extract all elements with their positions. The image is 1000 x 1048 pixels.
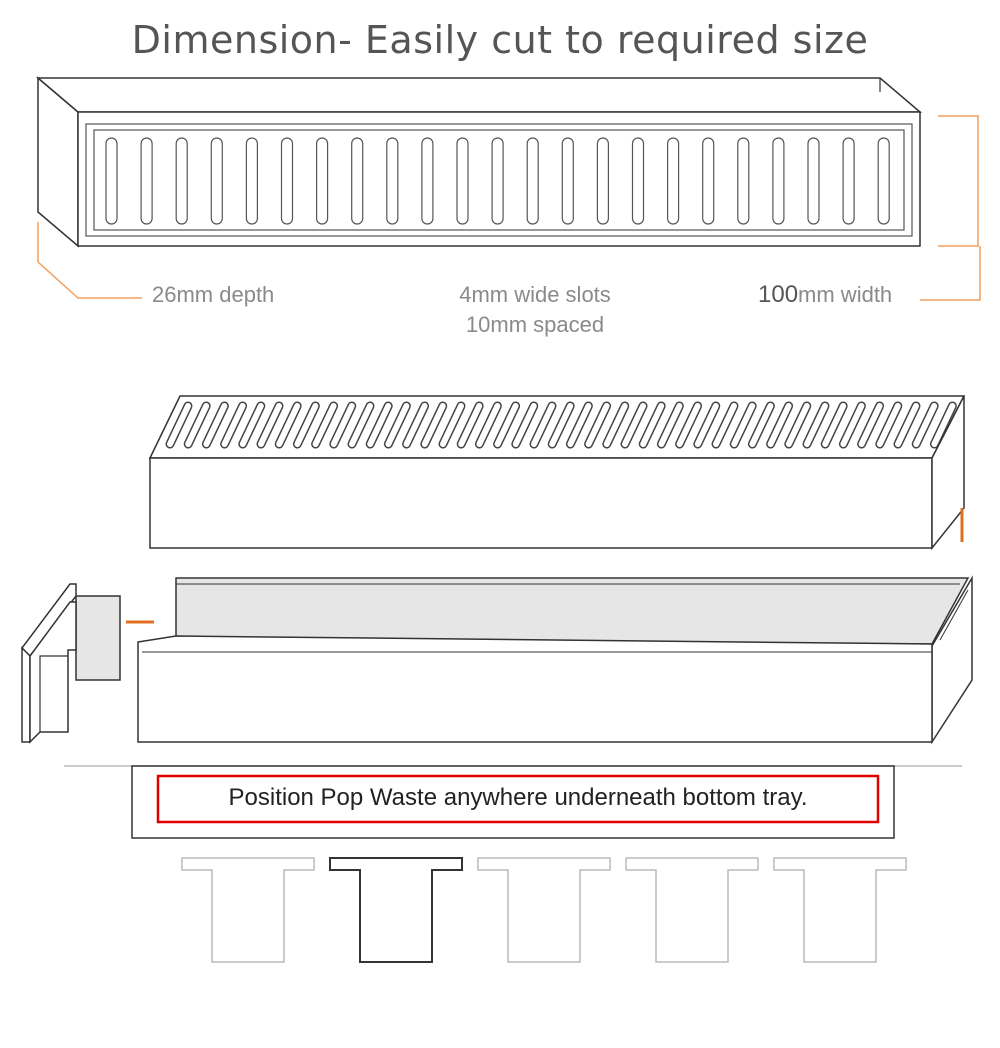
- grate-perspective-slot: [656, 401, 684, 449]
- grate-slot: [877, 137, 890, 225]
- grate-perspective-slot: [547, 401, 575, 449]
- grate-perspective-slot: [857, 401, 885, 449]
- grate-perspective-slot: [238, 401, 266, 449]
- note-text: Position Pop Waste anywhere underneath b…: [228, 784, 808, 811]
- grate-slot: [737, 137, 750, 225]
- grate-perspective-slot: [802, 401, 830, 449]
- width-number: 100: [758, 281, 799, 308]
- grate-perspective-slot: [365, 401, 393, 449]
- pop-waste-option: [477, 857, 611, 963]
- grate-slot: [807, 137, 820, 225]
- grate-perspective-slot: [292, 401, 320, 449]
- grate-perspective-slot: [784, 401, 812, 449]
- page-title: Dimension- Easily cut to required size: [131, 18, 869, 62]
- end-cap: [21, 583, 121, 744]
- grate-slot: [772, 137, 785, 225]
- grate-perspective-slot: [729, 401, 757, 449]
- grate-slot: [631, 137, 645, 225]
- width-label: 100mm width: [758, 280, 892, 310]
- grate-perspective-slot: [256, 401, 284, 449]
- slots-width-text: 4mm wide slots: [459, 282, 611, 307]
- grate-perspective-slot: [747, 401, 775, 449]
- grate-perspective-slot: [838, 401, 866, 449]
- grate-slot: [456, 137, 469, 225]
- grate-slot: [280, 137, 294, 225]
- note-box: [131, 765, 895, 839]
- note-highlight: [156, 774, 880, 824]
- grate-perspective-slot: [893, 401, 921, 449]
- grate-slot: [491, 137, 504, 225]
- grate-perspective-slot: [820, 401, 848, 449]
- pop-waste-positions: [181, 857, 907, 963]
- grate-slot: [210, 137, 223, 225]
- grate-slot: [596, 137, 610, 225]
- grate-perspective-slot: [911, 401, 939, 449]
- grate-perspective-slot: [929, 401, 957, 449]
- grate-slot: [105, 137, 118, 225]
- grate-perspective-slot: [602, 401, 630, 449]
- pop-waste-option: [625, 857, 759, 963]
- grate-perspective-slot: [183, 401, 211, 449]
- grate-slot: [702, 137, 715, 225]
- grate-perspective-slot: [675, 401, 703, 449]
- grate-perspective-slot: [511, 401, 539, 449]
- grate-perspective-slot: [875, 401, 903, 449]
- grate-perspective-slot: [456, 401, 484, 449]
- grate-slot: [421, 137, 434, 225]
- grate-perspective-slot: [329, 401, 357, 449]
- grate-perspective-slots: [165, 401, 957, 449]
- grate-perspective-slot: [711, 401, 739, 449]
- grate-perspective-slot: [165, 401, 193, 449]
- grate-perspective-slot: [693, 401, 721, 449]
- grate-slots: [105, 137, 890, 225]
- pop-waste-selected: [329, 857, 463, 963]
- slots-spacing-text: 10mm spaced: [465, 312, 605, 337]
- grate-perspective-slot: [347, 401, 375, 449]
- grate-slot: [842, 137, 855, 225]
- pop-waste-option: [773, 857, 907, 963]
- grate-perspective-slot: [383, 401, 411, 449]
- grate-perspective-slot: [311, 401, 339, 449]
- dimension-lines: [37, 115, 981, 301]
- grate-perspective-slot: [274, 401, 302, 449]
- grate-perspective-slot: [565, 401, 593, 449]
- channel-tray: [137, 575, 973, 745]
- grate-perspective-view: [148, 395, 966, 551]
- grate-slot: [140, 137, 153, 225]
- grate-perspective-slot: [620, 401, 648, 449]
- grate-perspective-slot: [220, 401, 248, 449]
- grate-slot: [175, 137, 188, 225]
- grate-perspective-slot: [402, 401, 430, 449]
- grate-front-view: [35, 76, 923, 248]
- grate-slot: [561, 137, 574, 225]
- grate-slot: [351, 137, 364, 225]
- grate-slot: [526, 137, 539, 225]
- grate-perspective-slot: [584, 401, 612, 449]
- grate-perspective-slot: [766, 401, 794, 449]
- grate-slot: [666, 137, 680, 225]
- grate-slot: [316, 137, 329, 225]
- grate-perspective-slot: [420, 401, 448, 449]
- depth-label: 26mm depth: [152, 282, 275, 307]
- grate-perspective-slot: [529, 401, 557, 449]
- pop-waste-option: [181, 857, 315, 963]
- grate-perspective-slot: [638, 401, 666, 449]
- grate-slot: [245, 137, 258, 225]
- slots-label: 4mm wide slots 10mm spaced: [380, 280, 690, 340]
- grate-perspective-slot: [474, 401, 502, 449]
- grate-perspective-slot: [438, 401, 466, 449]
- grate-slot: [386, 137, 399, 225]
- grate-perspective-slot: [493, 401, 521, 449]
- grate-perspective-slot: [201, 401, 229, 449]
- width-unit-text: mm width: [798, 282, 893, 307]
